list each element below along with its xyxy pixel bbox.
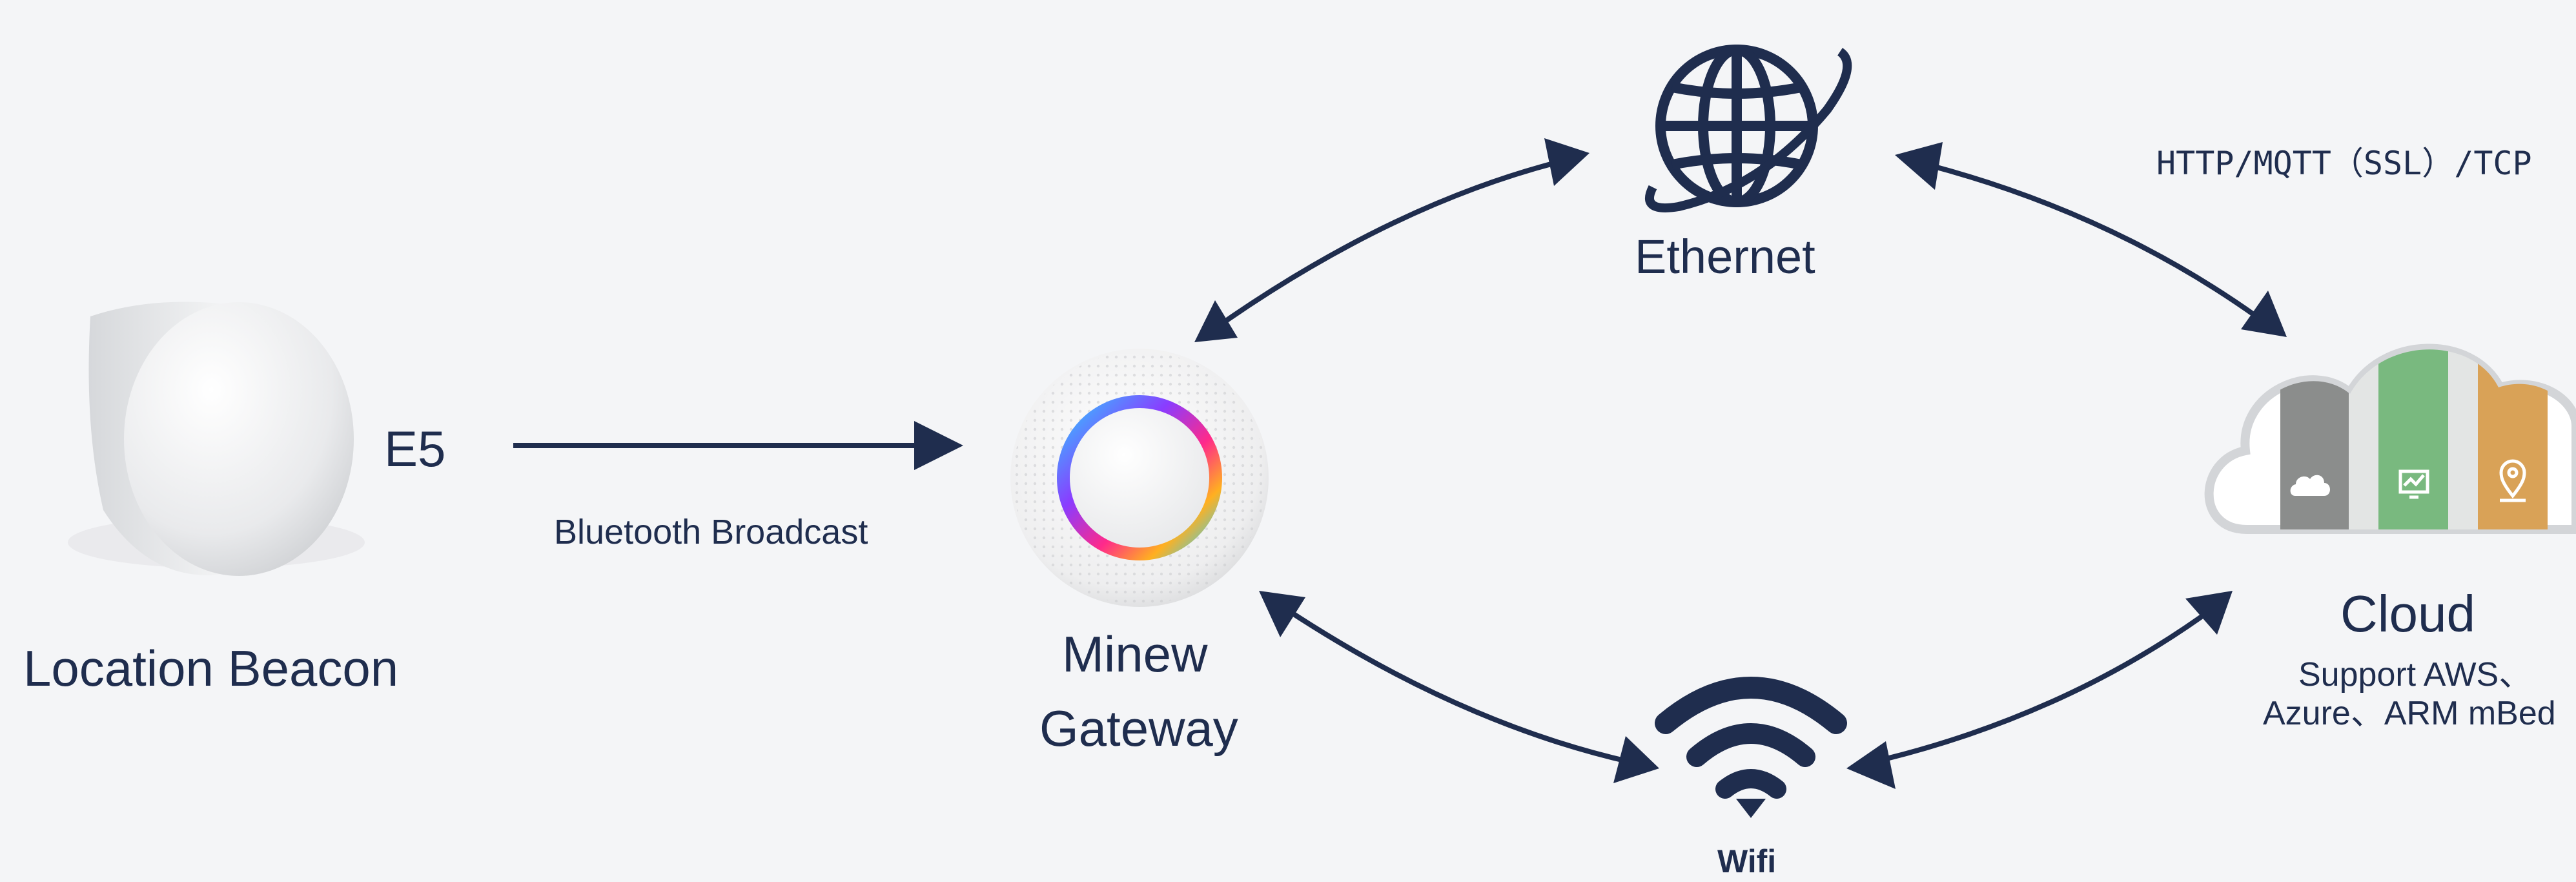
ethernet-label: Ethernet (1635, 230, 1815, 283)
bluetooth-arrow (513, 421, 963, 470)
location-beacon-label: Location Beacon (23, 640, 399, 697)
cloud-label: Cloud (2340, 585, 2476, 642)
cloud-small-icon (2290, 475, 2330, 496)
connection-arrows (513, 138, 2287, 789)
wifi-label: Wifi (1717, 843, 1777, 879)
location-beacon-device (68, 302, 365, 576)
cloud-icon (2204, 344, 2576, 534)
globe-icon (1645, 45, 1852, 212)
minew-gateway-device (1010, 349, 1269, 607)
monitor-chart-icon (2398, 469, 2429, 499)
ethernet-cloud-arrow (1895, 142, 2287, 337)
wifi-cloud-arrow (1846, 591, 2233, 789)
gateway-label-line2: Gateway (1039, 700, 1238, 757)
wifi-icon (1655, 677, 1847, 818)
bluetooth-broadcast-label: Bluetooth Broadcast (554, 513, 868, 551)
beacon-model-label: E5 (384, 420, 446, 477)
gateway-label-line1: Minew (1062, 626, 1208, 682)
location-pin-icon (2499, 459, 2526, 502)
cloud-support-line1: Support AWS、 (2298, 656, 2533, 693)
cloud-support-line2: Azure、ARM mBed (2263, 695, 2556, 732)
protocol-label: HTTP/MQTT（SSL）/TCP (2156, 145, 2532, 182)
gateway-wifi-arrow (1259, 591, 1659, 783)
gateway-ethernet-arrow (1194, 138, 1590, 342)
